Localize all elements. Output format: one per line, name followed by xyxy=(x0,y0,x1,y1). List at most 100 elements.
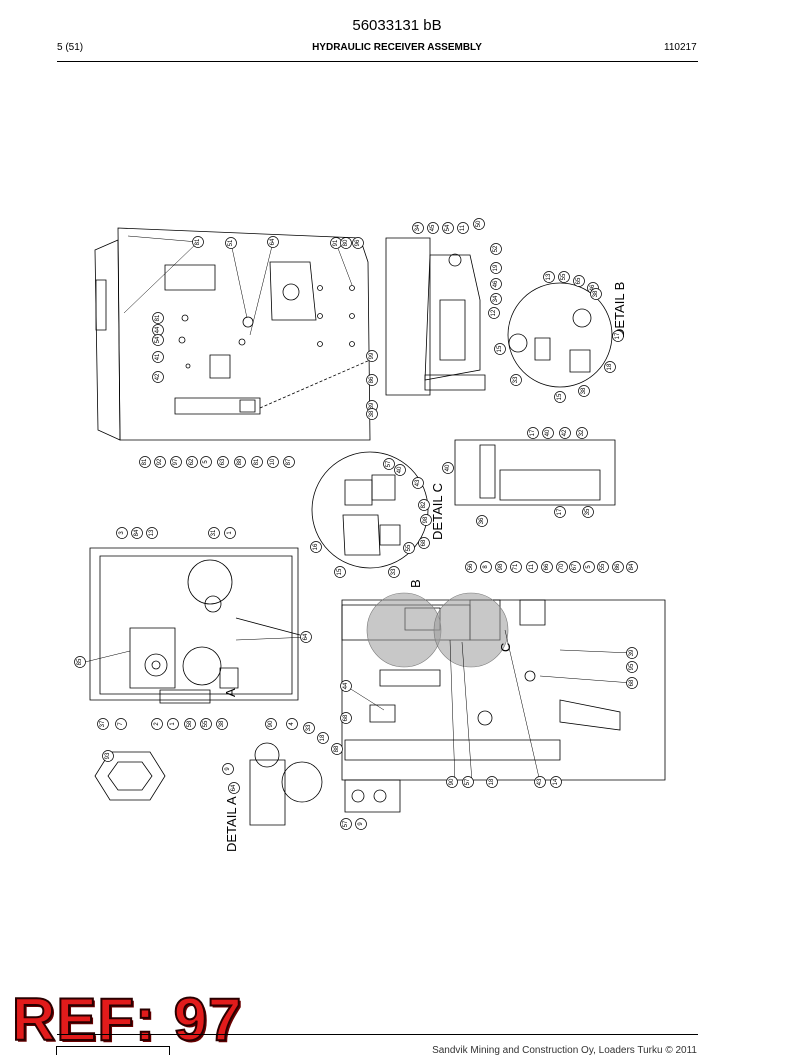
callout-number: 39 xyxy=(369,402,375,409)
callout-balloon: 32 xyxy=(576,427,588,439)
callout-number: 12 xyxy=(491,309,497,316)
callout-balloon: 17 xyxy=(527,427,539,439)
callout-balloon: 56 xyxy=(465,561,477,573)
callout-balloon: 19 xyxy=(490,262,502,274)
callout-balloon: 15 xyxy=(554,391,566,403)
callout-number: 64 xyxy=(303,633,309,640)
callout-balloon: 81 xyxy=(152,312,164,324)
callout-number: 38 xyxy=(369,410,375,417)
callout-number: 68 xyxy=(343,714,349,721)
callout-balloon: 1 xyxy=(167,718,179,730)
callout-number: 1 xyxy=(170,722,176,726)
callout-balloon: 2 xyxy=(151,718,163,730)
footer-divider xyxy=(57,1034,698,1035)
callout-balloon: 8 xyxy=(480,561,492,573)
detail-a-label: DETAIL A xyxy=(224,796,239,852)
callout-balloon: 42 xyxy=(152,371,164,383)
callout-number: 15 xyxy=(557,393,563,400)
callout-balloon: 5 xyxy=(200,456,212,468)
callout-number: 42 xyxy=(155,373,161,380)
callout-balloon: 40 xyxy=(394,464,406,476)
callout-balloon: 18 xyxy=(486,776,498,788)
callout-number: 32 xyxy=(579,429,585,436)
callout-balloon: 81 xyxy=(192,236,204,248)
callout-balloon: 57 xyxy=(383,458,395,470)
callout-balloon: 9 xyxy=(222,763,234,775)
callout-number: 38 xyxy=(219,720,225,727)
view-letter-a: A xyxy=(223,688,238,697)
callout-number: 65 xyxy=(576,277,582,284)
callout-balloon: 44 xyxy=(340,680,352,692)
callout-number: 51 xyxy=(228,239,234,246)
callout-number: 58 xyxy=(187,720,193,727)
callout-number: 13 xyxy=(546,273,552,280)
reference-stamp: REF: 97 xyxy=(11,985,243,1054)
callout-balloon: 40 xyxy=(442,462,454,474)
callout-balloon: 84 xyxy=(131,527,143,539)
callout-balloon: 58 xyxy=(184,718,196,730)
callout-number: 45 xyxy=(430,224,436,231)
callout-balloon: 80 xyxy=(340,237,352,249)
callout-number: 55 xyxy=(406,544,412,551)
callout-number: 57 xyxy=(465,778,471,785)
callout-number: 46 xyxy=(590,284,596,291)
callout-balloon: 39 xyxy=(626,647,638,659)
callout-balloon: 46 xyxy=(490,278,502,290)
callout-balloon: 38 xyxy=(366,408,378,420)
callout-balloon: 82 xyxy=(418,499,430,511)
callout-balloon: 97 xyxy=(170,456,182,468)
callout-number: 90 xyxy=(449,778,455,785)
callout-number: 35 xyxy=(585,508,591,515)
callout-number: 17 xyxy=(530,429,536,436)
callout-balloon: 95 xyxy=(626,661,638,673)
callout-number: 96 xyxy=(355,239,361,246)
callout-balloon: 57 xyxy=(462,776,474,788)
detail-c-label: DETAIL C xyxy=(430,483,445,540)
callout-number: 15 xyxy=(497,345,503,352)
callout-number: 91 xyxy=(333,239,339,246)
callout-number: 4 xyxy=(289,722,295,726)
callout-balloon: 81 xyxy=(139,456,151,468)
callout-number: 8 xyxy=(483,565,489,569)
callout-balloon: 84 xyxy=(626,561,638,573)
callout-balloon: 34 xyxy=(412,222,424,234)
callout-balloon: 38 xyxy=(578,385,590,397)
callout-balloon: 99 xyxy=(366,350,378,362)
callout-balloon: 36 xyxy=(476,515,488,527)
callout-balloon: 43 xyxy=(534,776,546,788)
callout-number: 34 xyxy=(493,295,499,302)
callout-number: 63 xyxy=(220,458,226,465)
callout-number: 81 xyxy=(195,238,201,245)
callout-number: 55 xyxy=(561,273,567,280)
brand-logo xyxy=(56,1046,170,1055)
callout-balloon: 88 xyxy=(234,456,246,468)
callout-balloon: 51 xyxy=(225,237,237,249)
callout-balloon: 93 xyxy=(102,750,114,762)
callout-balloon: 38 xyxy=(590,288,602,300)
detail-b-label: DETAIL B xyxy=(612,282,627,338)
callout-balloon: 54 xyxy=(442,222,454,234)
document-number: 56033131 bB xyxy=(352,17,442,34)
callout-number: 17 xyxy=(615,332,621,339)
callout-number: 55 xyxy=(600,563,606,570)
callout-balloon: 96 xyxy=(352,237,364,249)
callout-balloon: 55 xyxy=(403,542,415,554)
callout-balloon: 92 xyxy=(154,456,166,468)
callout-number: 66 xyxy=(544,563,550,570)
callout-balloon: 38 xyxy=(216,718,228,730)
callout-balloon: 31 xyxy=(208,527,220,539)
callout-balloon: 42 xyxy=(559,427,571,439)
callout-number: 46 xyxy=(493,280,499,287)
callout-number: 33 xyxy=(306,724,312,731)
callout-balloon: 87 xyxy=(283,456,295,468)
callout-number: 71 xyxy=(513,563,519,570)
callout-number: 5 xyxy=(586,565,592,569)
callout-balloon: 18 xyxy=(317,732,329,744)
callout-number: 50 xyxy=(476,220,482,227)
view-letter-c: C xyxy=(498,643,513,652)
callout-balloon: 45 xyxy=(427,222,439,234)
callout-balloon: 90 xyxy=(446,776,458,788)
callout-balloon: 86 xyxy=(612,561,624,573)
callout-balloon: 66 xyxy=(541,561,553,573)
